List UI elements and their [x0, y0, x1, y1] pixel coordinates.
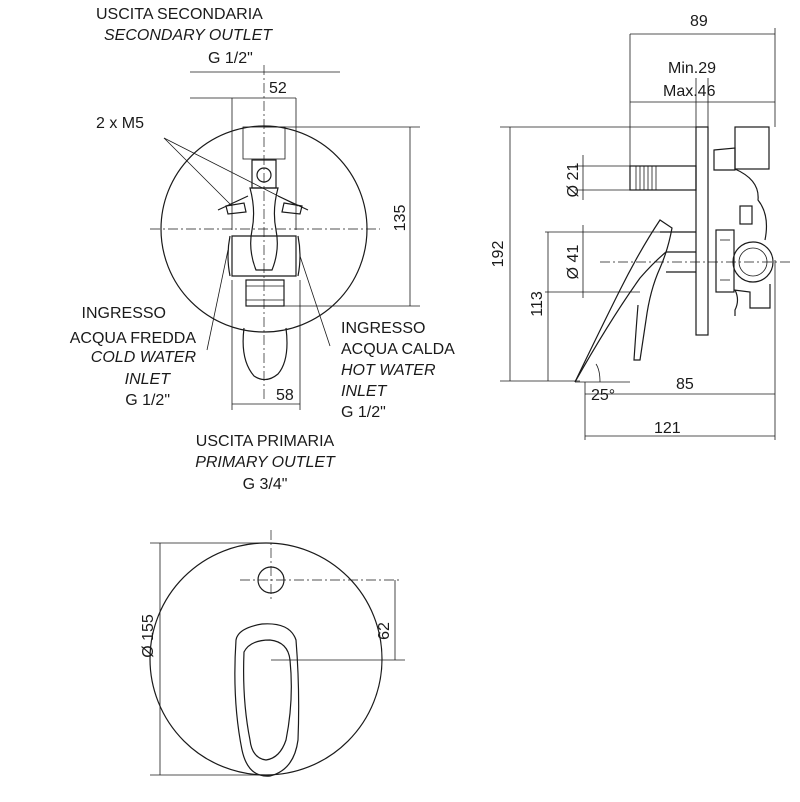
- bottom-view: Ø 155 62: [140, 530, 405, 777]
- dimension-angle: 25°: [591, 387, 615, 404]
- dimension-58: 58: [276, 387, 294, 404]
- secondary-outlet-thread: G 1/2": [208, 50, 253, 67]
- cover-plate: [149, 542, 383, 776]
- hot-inlet-label-3: HOT WATER: [341, 362, 436, 379]
- dimension-135: 135: [392, 205, 409, 232]
- screws-label: 2 x M5: [96, 115, 144, 132]
- valve-body-side: [713, 126, 774, 316]
- cold-inlet-label-1: INGRESSO: [82, 305, 166, 322]
- dimension-min: Min.29: [668, 60, 716, 77]
- valve-body: [217, 126, 309, 381]
- secondary-outlet-label-en: SECONDARY OUTLET: [104, 27, 273, 44]
- hot-inlet-label-2: ACQUA CALDA: [341, 341, 455, 358]
- dimension-85: 85: [676, 376, 694, 393]
- primary-outlet-thread: G 3/4": [243, 476, 288, 493]
- dimension-d41: Ø 41: [565, 245, 582, 280]
- cold-inlet-label-3: COLD WATER: [91, 349, 197, 366]
- primary-outlet-label-en: PRIMARY OUTLET: [195, 454, 336, 471]
- dimension-max: Max.46: [663, 83, 716, 100]
- dimension-192: 192: [490, 241, 507, 268]
- cold-inlet-thread: G 1/2": [125, 392, 170, 409]
- lever-handle-front: [234, 623, 300, 777]
- front-view: USCITA SECONDARIA SECONDARY OUTLET G 1/2…: [70, 6, 455, 493]
- hot-inlet-label-1: INGRESSO: [341, 320, 425, 337]
- diverter-knob-side: [629, 165, 697, 191]
- dimension-121: 121: [654, 420, 681, 437]
- side-view: 89 Min.29 Max.46 Ø 21 Ø 41 192 113 25° 8…: [490, 13, 790, 440]
- cold-inlet-label-2: ACQUA FREDDA: [70, 330, 197, 347]
- cold-inlet-label-4: INLET: [125, 371, 172, 388]
- handle-lever-side: [574, 219, 696, 383]
- primary-outlet-label-it: USCITA PRIMARIA: [196, 433, 335, 450]
- wall-plate: [695, 126, 709, 336]
- hot-inlet-label-4: INLET: [341, 383, 388, 400]
- secondary-outlet-label-it: USCITA SECONDARIA: [96, 6, 263, 23]
- dimension-d21: Ø 21: [565, 163, 582, 198]
- dimension-113: 113: [529, 291, 546, 317]
- dimension-d155: Ø 155: [140, 614, 157, 658]
- hot-inlet-thread: G 1/2": [341, 404, 386, 421]
- dimension-89: 89: [690, 13, 708, 30]
- dimension-62: 62: [376, 622, 393, 640]
- dimension-52: 52: [269, 80, 287, 97]
